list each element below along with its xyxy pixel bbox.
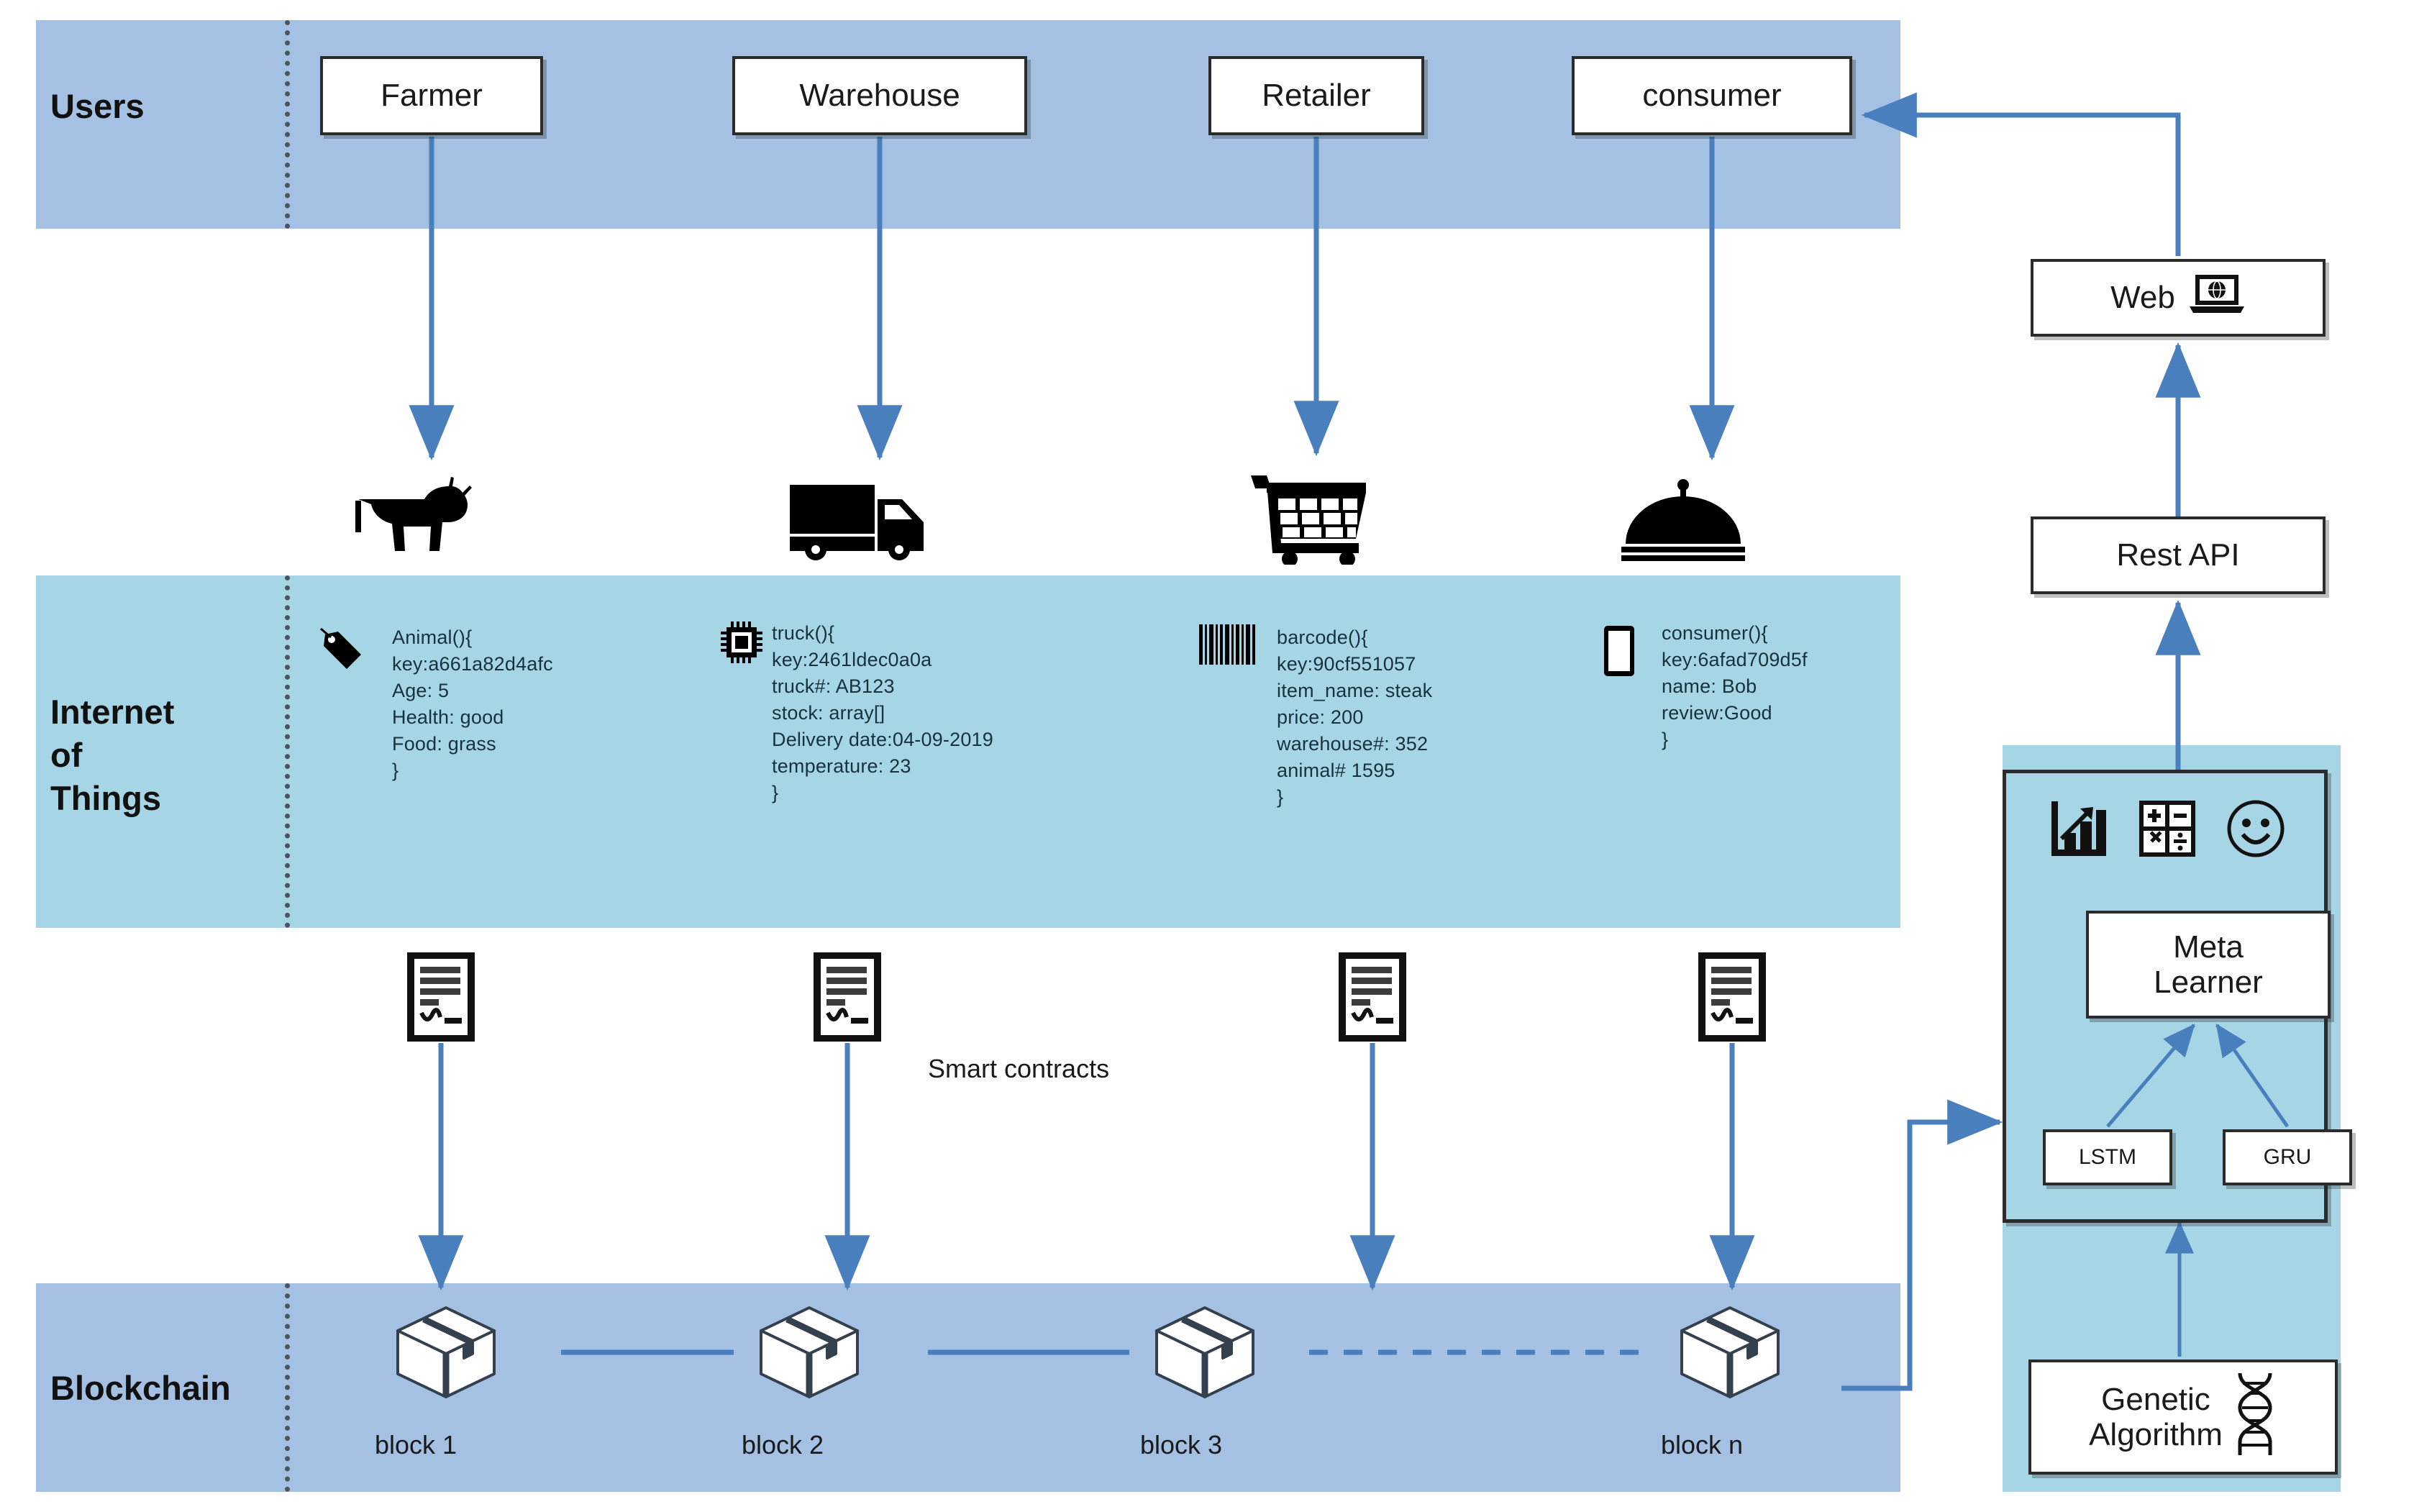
- band-label-users: Users: [50, 87, 145, 125]
- cow-icon: [345, 475, 489, 565]
- band-internet-of-things: [36, 575, 1900, 928]
- cube-box-icon: [755, 1302, 863, 1406]
- block-label: block n: [1660, 1430, 1744, 1459]
- smiley-face-icon: [2226, 798, 2286, 862]
- iot-data-barcode: barcode(){ key:90cf551057 item_name: ste…: [1277, 627, 1433, 808]
- web-label: Web: [2110, 280, 2175, 315]
- cube-box-icon: [392, 1302, 500, 1406]
- iot-label-line-1: Internet: [50, 693, 175, 731]
- iot-label-line-3: Things: [50, 779, 162, 818]
- shopping-cart-icon: [1248, 471, 1385, 568]
- truck-icon: [784, 475, 935, 565]
- web-node[interactable]: Web: [2031, 259, 2326, 337]
- divider-users: [285, 20, 290, 229]
- genetic-algorithm-label: Genetic Algorithm: [2089, 1382, 2223, 1453]
- iot-data-truck: truck(){ key:2461ldec0a0a truck#: AB123 …: [772, 622, 993, 803]
- food-cover-icon: [1618, 475, 1748, 565]
- cube-box-icon: [1151, 1302, 1259, 1406]
- gru-node[interactable]: GRU: [2223, 1129, 2352, 1185]
- divider-blockchain: [285, 1283, 290, 1492]
- ml-icon-row: [2049, 798, 2286, 862]
- iot-data-animal: Animal(){ key:a661a82d4afc Age: 5 Health…: [392, 627, 553, 781]
- bar-chart-arrow-icon: [2049, 798, 2109, 862]
- barcode-icon: [1198, 624, 1260, 668]
- band-blockchain: [36, 1283, 1900, 1492]
- band-label-blockchain: Blockchain: [50, 1369, 231, 1407]
- laptop-globe-icon: [2188, 273, 2246, 323]
- contract-document-icon: [403, 951, 479, 1047]
- meta-learner-line-2: Learner: [2154, 965, 2263, 1000]
- genetic-line-1: Genetic: [2101, 1381, 2210, 1417]
- meta-learner-node[interactable]: Meta Learner: [2086, 911, 2331, 1019]
- rest-api-node[interactable]: Rest API: [2031, 516, 2326, 594]
- lstm-node[interactable]: LSTM: [2043, 1129, 2172, 1185]
- contract-document-icon: [1334, 951, 1411, 1047]
- calculator-icon: [2137, 798, 2197, 862]
- cube-box-icon: [1676, 1302, 1784, 1406]
- contract-document-icon: [809, 951, 885, 1047]
- block-label: block 1: [374, 1430, 457, 1459]
- smartphone-icon: [1603, 624, 1636, 681]
- meta-learner-line-1: Meta: [2173, 929, 2244, 965]
- dna-helix-icon: [2233, 1370, 2277, 1465]
- genetic-algorithm-node[interactable]: Genetic Algorithm: [2028, 1360, 2338, 1475]
- user-node-warehouse[interactable]: Warehouse: [732, 56, 1027, 135]
- user-node-farmer[interactable]: Farmer: [320, 56, 543, 135]
- contract-document-icon: [1694, 951, 1770, 1047]
- chip-icon: [719, 620, 764, 668]
- genetic-line-2: Algorithm: [2089, 1417, 2223, 1452]
- block-label: block 2: [741, 1430, 824, 1459]
- user-node-consumer[interactable]: consumer: [1572, 56, 1852, 135]
- divider-iot: [285, 575, 290, 928]
- tag-icon: [316, 624, 367, 678]
- block-label: block 3: [1139, 1430, 1223, 1459]
- smart-contracts-label: Smart contracts: [928, 1054, 1110, 1083]
- user-node-retailer[interactable]: Retailer: [1208, 56, 1424, 135]
- iot-data-consumer: consumer(){ key:6afad709d5f name: Bob re…: [1662, 622, 1808, 750]
- iot-label-line-2: of: [50, 736, 83, 775]
